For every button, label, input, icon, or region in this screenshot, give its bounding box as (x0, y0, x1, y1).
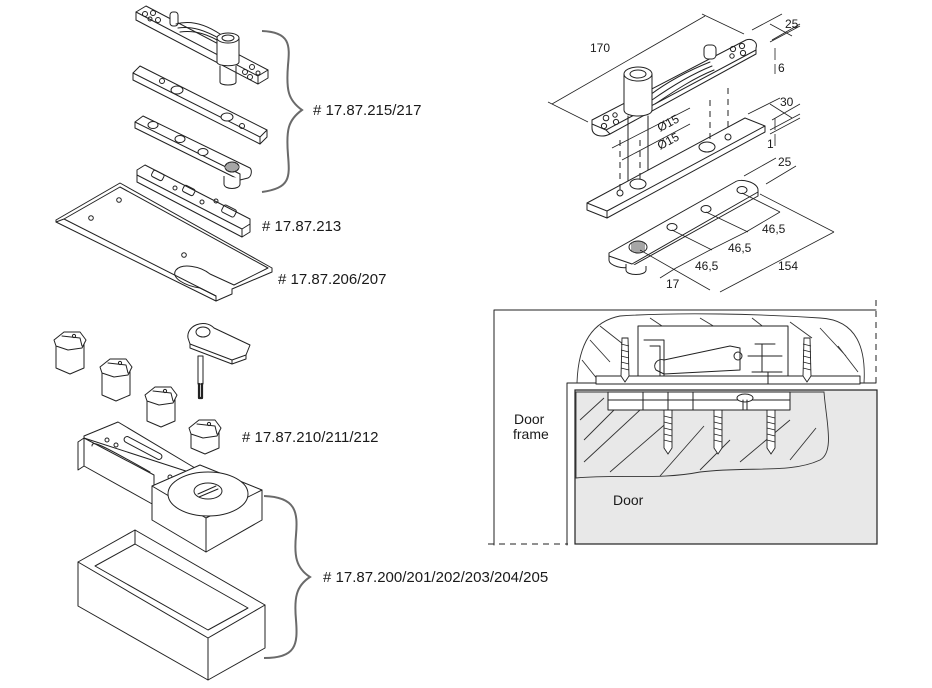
dim-middle-plate (586, 117, 766, 219)
brace-spring-box (263, 495, 312, 659)
brace-top-set (261, 30, 304, 193)
exploded-view: # 17.87.215/217 # 17.87.213 # 17.87.206/… (53, 5, 548, 681)
wood-texture-top (576, 313, 865, 384)
cover-strip-plate (136, 164, 251, 238)
spindle-adapter (53, 331, 87, 375)
housing-box (77, 529, 266, 681)
label-door: Door (613, 492, 644, 508)
dim-pivot-offset: 17 (666, 277, 680, 291)
spindle-adapter (188, 419, 222, 455)
dim-top-arm (591, 39, 757, 186)
label-door-frame-line1: Door (514, 411, 545, 427)
screw (766, 409, 776, 455)
dim-plate-thickness: 1 (767, 137, 774, 151)
door-frame-outline (493, 309, 877, 546)
adjust-key (187, 323, 251, 400)
wood-texture-door (575, 391, 829, 479)
dim-plate-width: 30 (780, 95, 794, 109)
dim-top-width: 25 (785, 17, 799, 31)
label-floor-cover-plate: # 17.87.206/207 (278, 271, 386, 288)
label-door-frame-line2: frame (513, 426, 549, 442)
alignment-lines (619, 88, 729, 190)
dim-hole-spacing-3: 46,5 (695, 259, 719, 273)
screw (620, 337, 630, 383)
label-spindle-adapters: # 17.87.210/211/212 (242, 429, 379, 446)
dim-hole-spacing-1: 46,5 (762, 222, 786, 236)
spacer-plate (132, 65, 268, 145)
door-panel (574, 389, 878, 545)
dim-hole-spacing-2: 46,5 (728, 241, 752, 255)
floor-spring-body (77, 421, 263, 553)
screw (802, 337, 812, 383)
dim-bottom-width: 25 (778, 155, 792, 169)
dim-bottom-plate (608, 179, 759, 275)
dimension-lines (547, 13, 835, 293)
section-view: Door frame Door (488, 300, 878, 546)
top-pivot-arm (135, 5, 269, 86)
spindle-adapter (144, 386, 178, 428)
top-plate-in-door (607, 391, 791, 411)
dim-pin-diameter-1: Ø15 (655, 111, 682, 134)
screw (663, 409, 673, 455)
label-top-pivot-set: # 17.87.215/217 (313, 102, 421, 119)
floor-cover-plate (55, 182, 273, 302)
dim-top-thickness: 6 (778, 61, 785, 75)
dimension-view: 170 25 6 Ø15 Ø15 30 1 25 46,5 46,5 46,5 … (547, 13, 835, 293)
dim-pin-diameter-2: Ø15 (655, 129, 682, 152)
dim-bottom-length: 154 (778, 259, 798, 273)
label-cover-strip: # 17.87.213 (262, 218, 341, 235)
spindle-adapter (99, 358, 133, 402)
label-floor-spring-box: # 17.87.200/201/202/203/204/205 (323, 569, 548, 586)
dim-top-length: 170 (590, 41, 610, 55)
pivot-plate (134, 115, 252, 189)
screw (713, 409, 723, 455)
